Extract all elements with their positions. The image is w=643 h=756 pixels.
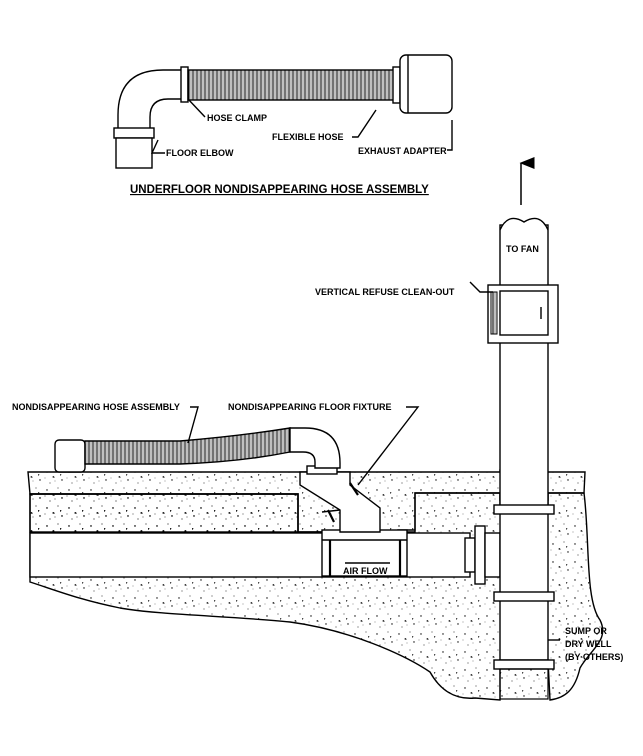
- slab-recess: [29, 493, 299, 533]
- label-sump-line1: SUMP OR: [565, 626, 607, 636]
- hose-clamp-adapter: [392, 66, 401, 104]
- duct-coupling: [474, 525, 486, 585]
- label-flexible-hose: FLEXIBLE HOSE: [272, 132, 344, 142]
- fixture-box: [321, 529, 408, 577]
- vertical-refuse-clean-out: [487, 284, 559, 344]
- floor-elbow-base: [115, 137, 153, 169]
- label-sump-line3: (BY OTHERS): [565, 652, 623, 662]
- riser-top-break: [499, 217, 549, 231]
- floor-hose-elbow: [289, 427, 341, 469]
- installation-section: AIR FLOW TO FAN VERTICAL REFUSE CLEAN-OU…: [12, 157, 623, 701]
- duct-flange: [464, 537, 476, 573]
- riser-collar-upper: [493, 504, 555, 515]
- riser-collar-lower: [493, 591, 555, 602]
- nondisappearing-hose-assembly: [54, 427, 341, 473]
- label-nondisappearing-floor-fixture: NONDISAPPEARING FLOOR FIXTURE: [228, 402, 392, 412]
- label-vertical-refuse-clean-out: VERTICAL REFUSE CLEAN-OUT: [315, 287, 455, 297]
- hose-clamp: [180, 66, 189, 103]
- label-hose-clamp: HOSE CLAMP: [207, 113, 267, 123]
- label-sump-line2: DRY WELL: [565, 639, 612, 649]
- riser-collar-bottom: [493, 659, 555, 670]
- label-to-fan: TO FAN: [506, 244, 539, 254]
- label-air-flow: AIR FLOW: [343, 566, 388, 576]
- label-floor-elbow: FLOOR ELBOW: [166, 148, 234, 158]
- label-exhaust-adapter: EXHAUST ADAPTER: [358, 146, 447, 156]
- duct-junction: [484, 532, 501, 578]
- exhaust-adapter: [399, 54, 453, 114]
- label-nondisappearing-hose-assembly: NONDISAPPEARING HOSE ASSEMBLY: [12, 402, 180, 412]
- floor-fixture-funnel: [299, 471, 381, 533]
- underfloor-hose-assembly-detail: HOSE CLAMP FLOOR ELBOW FLEXIBLE HOSE EXH…: [113, 54, 453, 196]
- hose-exhaust-adapter: [54, 439, 86, 473]
- assembly-title: UNDERFLOOR NONDISAPPEARING HOSE ASSEMBLY: [130, 184, 429, 196]
- floor-hose: [84, 427, 291, 465]
- floor-elbow-collar: [113, 127, 155, 139]
- flexible-hose: [187, 69, 397, 101]
